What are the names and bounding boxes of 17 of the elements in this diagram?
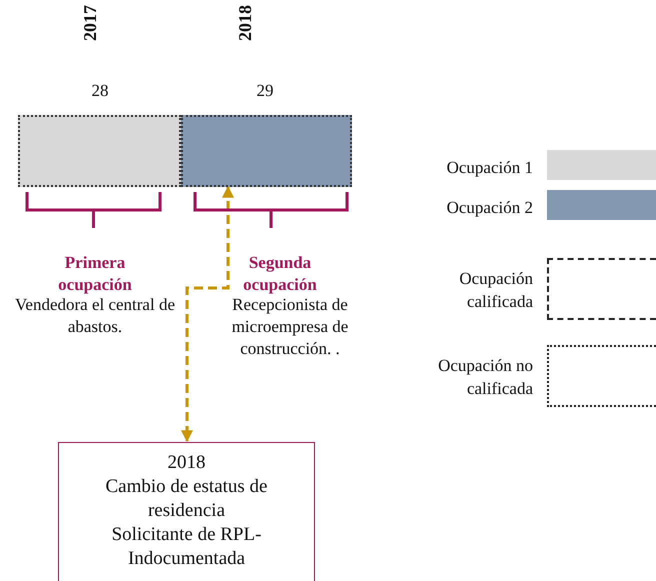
event-text: 2018 Cambio de estatus de residencia Solicitante de RPL- Indocumentada bbox=[104, 451, 268, 571]
occupation-description: Recepcionista de microempresa de construcción. . bbox=[230, 294, 350, 360]
occupation-title: Primera ocupación bbox=[57, 252, 133, 296]
occupation-bar bbox=[18, 115, 181, 187]
occupation-description: Vendedora el central de abastos. bbox=[14, 294, 176, 338]
occupation-title: Segunda ocupación bbox=[242, 252, 318, 296]
age-label: 28 bbox=[90, 80, 110, 102]
legend-label: Ocupación no calificada bbox=[437, 355, 533, 400]
year-label: 2018 bbox=[235, 5, 255, 41]
legend-label: Ocupación calificada bbox=[458, 268, 533, 313]
legend-label: Ocupación 2 bbox=[446, 197, 533, 219]
year-label: 2017 bbox=[80, 5, 100, 41]
age-label: 29 bbox=[256, 80, 274, 102]
legend-label: Ocupación 1 bbox=[446, 157, 533, 179]
occupation-bar bbox=[181, 115, 352, 187]
dashed-arrow bbox=[181, 186, 234, 442]
event-box bbox=[58, 442, 315, 581]
